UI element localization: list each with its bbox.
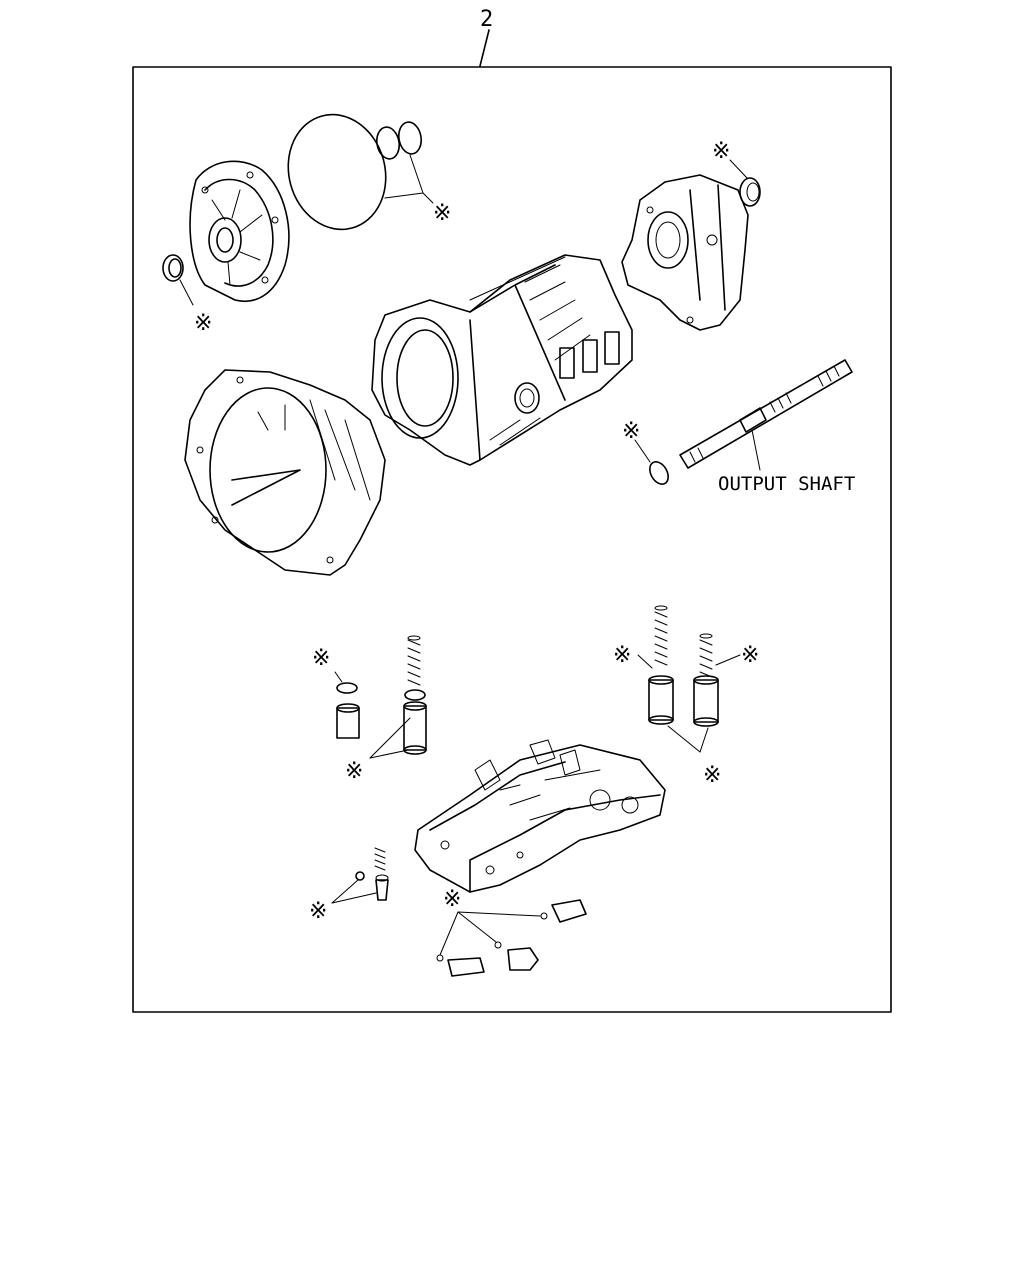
output-shaft-leader — [751, 429, 761, 471]
solenoid-upper — [540, 899, 587, 923]
leader — [715, 654, 741, 666]
accumulator-piston-left — [403, 701, 427, 755]
replacement-marker: ※ — [194, 311, 212, 336]
valve-body — [414, 739, 666, 893]
transmission-case — [371, 254, 633, 466]
extension-housing-seal-inner — [746, 182, 760, 202]
accumulator-piston-right-2 — [693, 675, 719, 727]
small-o-ring-1 — [376, 126, 400, 160]
replacement-marker: ※ — [703, 763, 721, 788]
accumulator-o-ring-2 — [404, 689, 426, 701]
diagram-frame — [132, 66, 892, 1013]
replacement-marker: ※ — [433, 201, 451, 226]
small-o-ring-2 — [398, 121, 422, 155]
leader — [369, 717, 411, 759]
leader — [637, 654, 653, 669]
output-shaft-ring — [649, 461, 669, 485]
leader — [439, 911, 459, 956]
leader — [409, 154, 424, 194]
extension-housing-seal — [739, 177, 761, 207]
accumulator-piston-small — [336, 703, 360, 739]
leader — [699, 727, 709, 753]
large-o-ring — [287, 113, 387, 231]
check-valve — [375, 874, 389, 901]
accumulator-piston-right-1 — [648, 675, 674, 725]
check-valve-spring — [374, 847, 386, 871]
extension-housing — [621, 174, 749, 331]
check-ball — [355, 871, 365, 881]
front-pump-seal — [162, 254, 194, 306]
leader — [457, 911, 497, 943]
replacement-marker: ※ — [309, 899, 327, 924]
replacement-marker: ※ — [622, 419, 640, 444]
callout-leader — [479, 29, 490, 67]
leader — [331, 879, 359, 904]
converter-housing — [184, 369, 386, 576]
replacement-marker: ※ — [312, 646, 330, 671]
replacement-marker: ※ — [613, 643, 631, 668]
callout-number: 2 — [480, 7, 493, 32]
replacement-marker: ※ — [345, 759, 363, 784]
leader — [384, 192, 424, 199]
oil-pump-assembly — [189, 160, 290, 302]
accumulator-spring-right-1 — [654, 605, 668, 666]
accumulator-o-ring — [336, 682, 358, 694]
solenoid-lower-left — [436, 954, 485, 977]
leader — [729, 159, 748, 179]
leader — [331, 892, 377, 904]
leader — [334, 671, 343, 683]
leader — [422, 192, 434, 204]
replacement-marker: ※ — [712, 139, 730, 164]
replacement-marker: ※ — [741, 643, 759, 668]
output-shaft-label: OUTPUT SHAFT — [718, 473, 855, 495]
solenoid-lower-right — [494, 941, 539, 971]
output-shaft — [679, 359, 853, 469]
leader — [457, 911, 541, 917]
accumulator-spring-right-2 — [699, 633, 713, 678]
accumulator-spring-left — [407, 635, 421, 686]
replacement-marker: ※ — [443, 887, 461, 912]
leader — [667, 725, 701, 753]
leader — [634, 439, 651, 463]
leader — [369, 749, 409, 759]
